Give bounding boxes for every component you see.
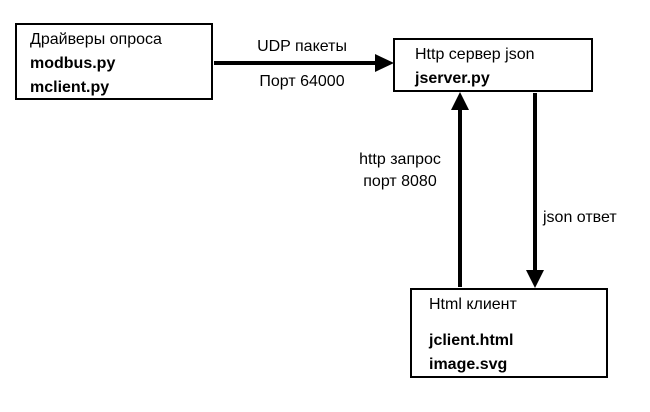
udp-arrow <box>214 54 394 72</box>
http-request-label: http запрос порт 8080 <box>348 149 452 193</box>
drivers-box: Драйверы опроса modbus.py mclient.py <box>15 23 213 100</box>
server-box: Http сервер json jserver.py <box>393 38 593 92</box>
json-response-label: json ответ <box>543 209 617 226</box>
drivers-file-modbus: modbus.py <box>30 55 116 72</box>
udp-port-label: Порт 64000 <box>259 73 345 90</box>
client-file-image: image.svg <box>429 356 508 373</box>
server-box-title: Http сервер json <box>415 46 535 63</box>
client-file-group: jclient.html image.svg <box>429 329 606 377</box>
http-request-line: http запрос <box>359 151 441 168</box>
http-request-arrow <box>451 92 469 287</box>
udp-packets-label: UDP пакеты <box>257 38 347 55</box>
client-box-title: Html клиент <box>429 296 517 313</box>
http-port-line: порт 8080 <box>363 173 437 190</box>
client-file-jclient: jclient.html <box>429 332 514 349</box>
drivers-box-title: Драйверы опроса <box>30 31 162 48</box>
drivers-file-mclient: mclient.py <box>30 79 110 96</box>
client-box: Html клиент jclient.html image.svg <box>410 288 608 378</box>
server-file-jserver: jserver.py <box>415 70 490 87</box>
json-response-arrow <box>526 93 544 288</box>
